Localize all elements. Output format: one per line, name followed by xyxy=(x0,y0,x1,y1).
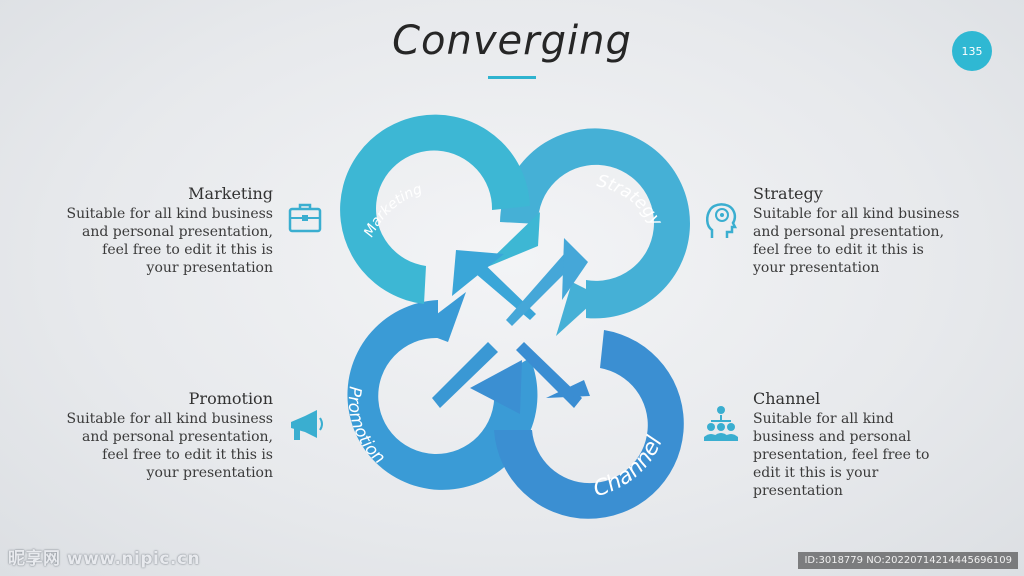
marketing-desc-line: your presentation xyxy=(146,260,273,276)
head-brain-icon xyxy=(706,203,738,238)
strategy-text-block: Strategy Suitable for all kind business … xyxy=(753,184,983,277)
strategy-desc-line: and personal presentation, xyxy=(753,224,945,240)
channel-text-block: Channel Suitable for all kind business a… xyxy=(753,389,953,500)
channel-arc xyxy=(470,330,684,519)
marketing-heading: Marketing xyxy=(188,184,273,203)
title-underline xyxy=(488,76,536,79)
strategy-arc xyxy=(500,128,690,336)
briefcase-icon xyxy=(288,203,322,233)
watermark-logo: 昵享网 www.nipic.cn xyxy=(8,549,201,569)
watermark-id: ID:3018779 NO:20220714214445696109 xyxy=(798,552,1018,569)
channel-desc-line: business and personal xyxy=(753,429,911,445)
center-arrows xyxy=(432,238,590,408)
channel-desc-line: Suitable for all kind xyxy=(753,411,894,427)
promotion-desc-line: feel free to edit it this is xyxy=(102,447,273,463)
promotion-desc-line: your presentation xyxy=(146,465,273,481)
channel-desc-line: presentation, feel free to xyxy=(753,447,930,463)
promotion-arc xyxy=(347,292,538,490)
marketing-desc-line: feel free to edit it this is xyxy=(102,242,273,258)
promotion-text-block: Promotion Suitable for all kind business… xyxy=(40,389,273,482)
strategy-desc-line: Suitable for all kind business xyxy=(753,206,960,222)
strategy-desc-line: your presentation xyxy=(753,260,880,276)
strategy-desc-line: feel free to edit it this is xyxy=(753,242,924,258)
strategy-heading: Strategy xyxy=(753,184,823,203)
megaphone-icon xyxy=(291,410,323,440)
marketing-text-block: Marketing Suitable for all kind business… xyxy=(40,184,273,277)
page-number-badge: 135 xyxy=(952,31,992,71)
marketing-desc-line: and personal presentation, xyxy=(81,224,273,240)
channel-desc-line: edit it this is your xyxy=(753,465,879,481)
team-icon xyxy=(704,406,738,441)
channel-desc-line: presentation xyxy=(753,483,843,499)
page-title: Converging xyxy=(392,18,632,64)
channel-heading: Channel xyxy=(753,389,821,408)
promotion-desc-line: and personal presentation, xyxy=(81,429,273,445)
marketing-desc-line: Suitable for all kind business xyxy=(66,206,273,222)
promotion-heading: Promotion xyxy=(188,389,273,408)
promotion-desc-line: Suitable for all kind business xyxy=(66,411,273,427)
